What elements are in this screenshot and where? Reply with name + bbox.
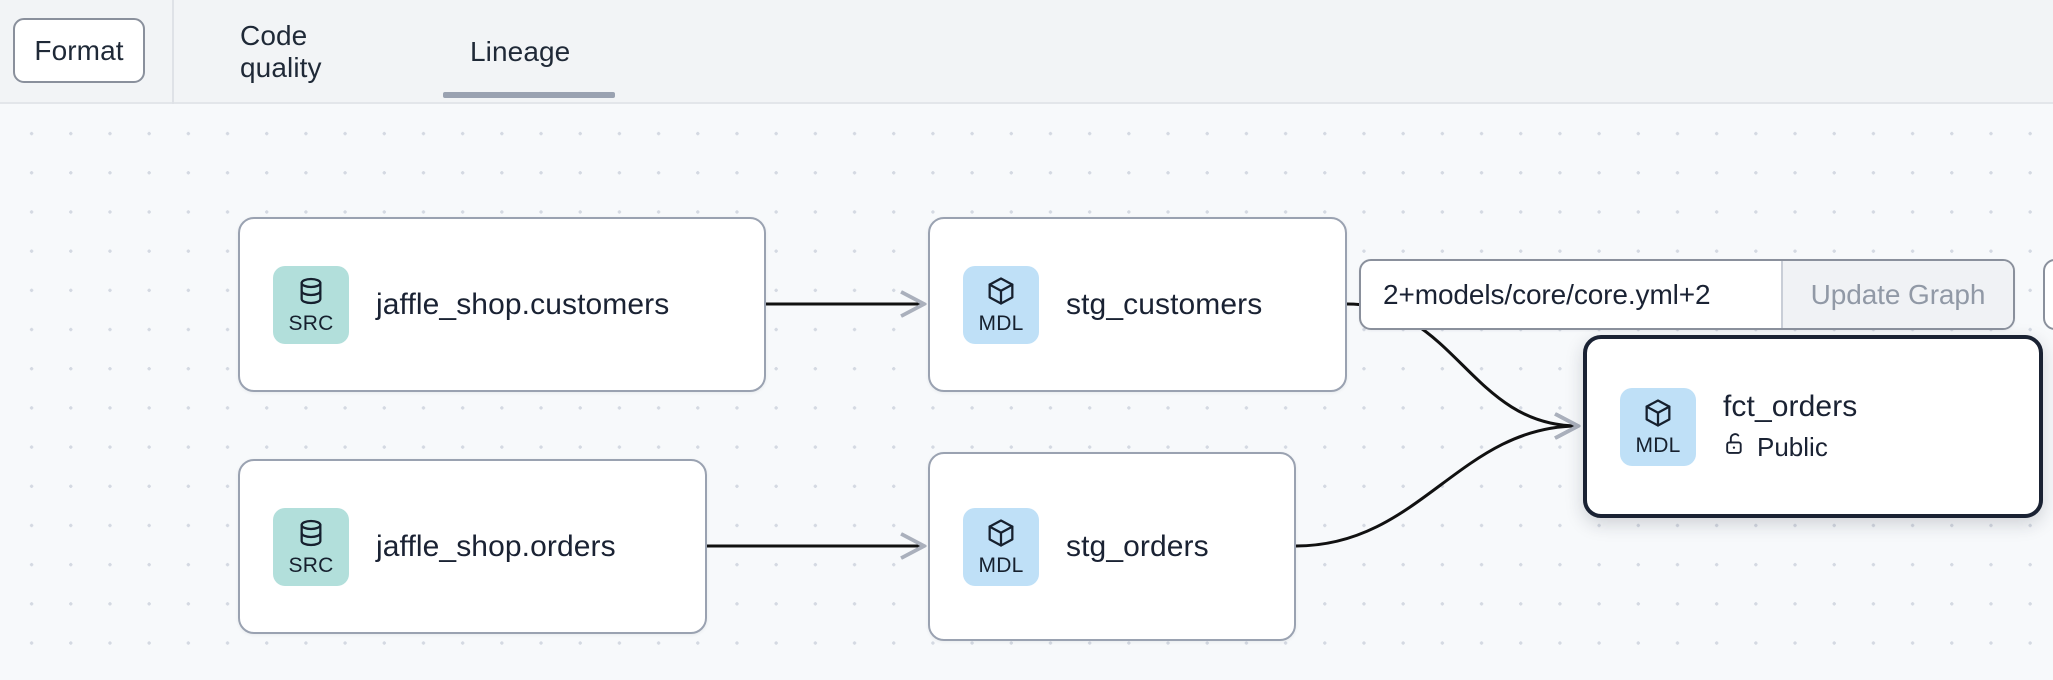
cube-icon xyxy=(1642,397,1674,434)
lineage-node-stg-customers[interactable]: MDL stg_customers xyxy=(928,217,1347,392)
cube-icon xyxy=(985,275,1017,312)
node-body: stg_customers xyxy=(1066,288,1262,322)
lineage-canvas[interactable]: SRC jaffle_shop.customers MDL stg_custo xyxy=(0,104,2053,680)
tab-lineage[interactable]: Lineage xyxy=(470,36,571,67)
node-title: stg_orders xyxy=(1066,529,1209,563)
edge-stg-orders-to-fct-orders xyxy=(1295,426,1578,548)
lineage-node-stg-orders[interactable]: MDL stg_orders xyxy=(928,452,1296,641)
lineage-node-fct-orders[interactable]: MDL fct_orders Public xyxy=(1583,335,2043,518)
graph-selector-input[interactable] xyxy=(1361,261,1781,328)
update-graph-button[interactable]: Update Graph xyxy=(1781,261,2013,328)
node-badge-mdl: MDL xyxy=(963,507,1039,586)
top-toolbar: Format Code quality Lineage xyxy=(0,0,2053,104)
unlock-icon xyxy=(1723,431,1748,463)
node-body: fct_orders Public xyxy=(1723,390,1857,463)
lineage-node-jaffle-shop-orders[interactable]: SRC jaffle_shop.orders xyxy=(238,459,707,634)
node-body: stg_orders xyxy=(1066,530,1209,564)
node-badge-label: SRC xyxy=(288,311,334,335)
node-badge-src: SRC xyxy=(273,265,349,344)
graph-side-control[interactable] xyxy=(2043,259,2053,330)
node-title: jaffle_shop.orders xyxy=(376,529,616,563)
node-badge-mdl: MDL xyxy=(1620,387,1696,466)
cube-icon xyxy=(985,517,1017,554)
node-badge-label: MDL xyxy=(978,553,1024,577)
node-badge-src: SRC xyxy=(273,507,349,586)
node-badge-mdl: MDL xyxy=(963,265,1039,344)
active-tab-indicator xyxy=(443,92,615,98)
node-badge-label: MDL xyxy=(1635,433,1681,457)
node-body: jaffle_shop.orders xyxy=(376,530,616,564)
node-title: stg_customers xyxy=(1066,287,1263,321)
database-icon xyxy=(295,275,327,312)
database-icon xyxy=(295,517,327,554)
lineage-node-jaffle-shop-customers[interactable]: SRC jaffle_shop.customers xyxy=(238,217,766,392)
node-visibility-label: Public xyxy=(1757,431,1828,462)
tab-code-quality[interactable]: Code quality xyxy=(240,20,322,83)
format-button[interactable]: Format xyxy=(13,18,145,83)
node-title: jaffle_shop.customers xyxy=(376,287,670,321)
graph-filter-group: Update Graph xyxy=(1359,259,2015,330)
node-title: fct_orders xyxy=(1723,390,1858,423)
node-visibility: Public xyxy=(1723,431,1857,463)
node-badge-label: SRC xyxy=(288,553,334,577)
node-body: jaffle_shop.customers xyxy=(376,288,669,322)
toolbar-divider xyxy=(172,0,174,104)
node-badge-label: MDL xyxy=(978,311,1024,335)
